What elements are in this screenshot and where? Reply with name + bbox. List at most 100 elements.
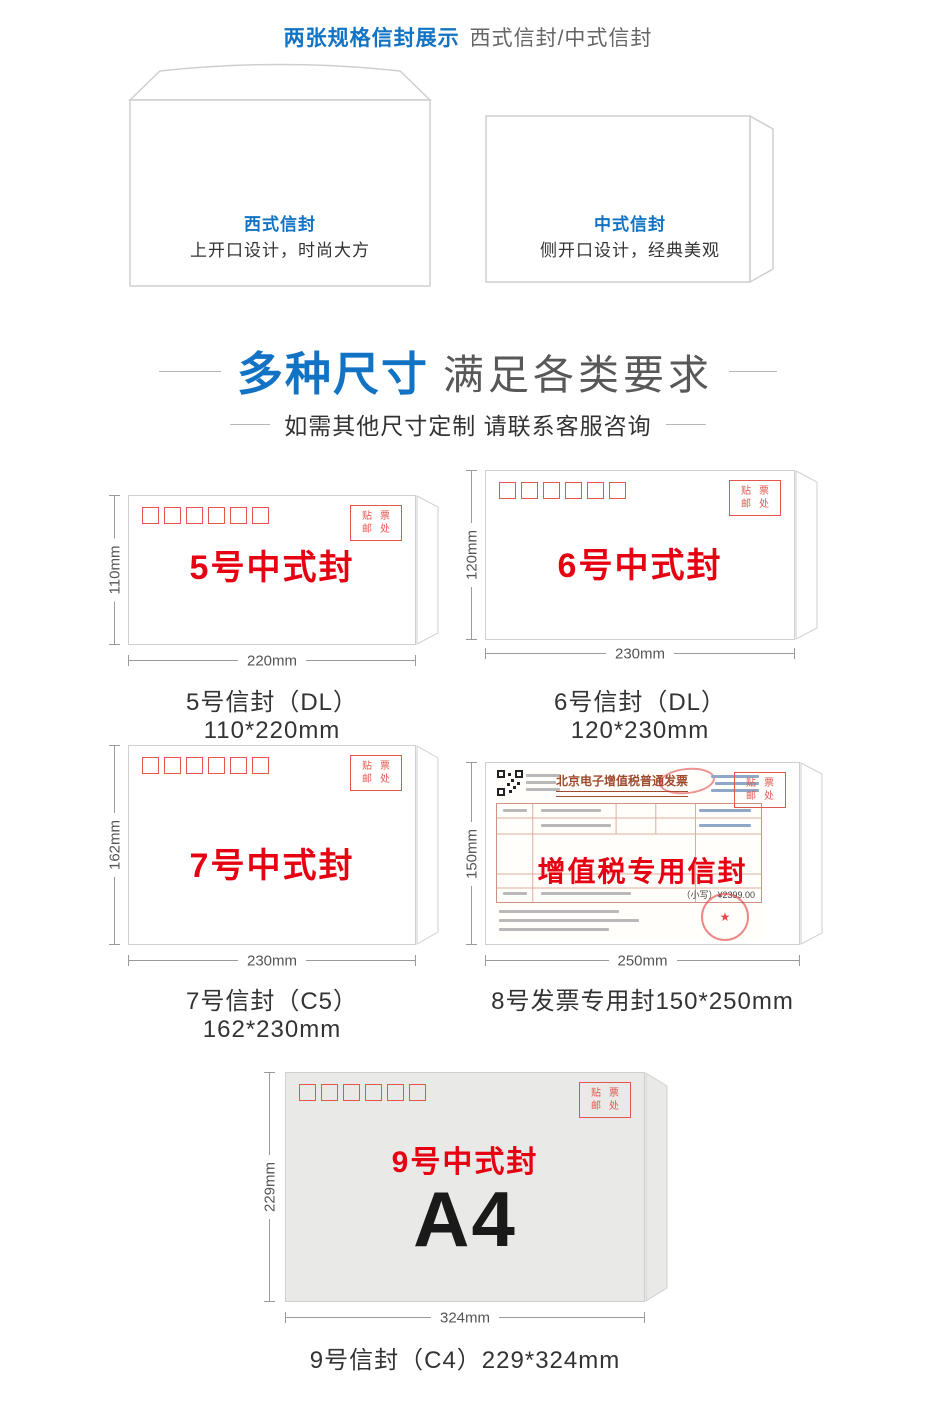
height-dimension-no6: 120mm [463, 470, 480, 640]
stamp-area-text: 贴票 [741, 486, 777, 497]
width-dimension-label: 230mm [237, 952, 307, 969]
western-envelope-label: 西式信封 [244, 215, 316, 234]
postal-code-box [409, 1084, 426, 1101]
stamp-area-text: 贴票 [591, 1088, 627, 1099]
postal-code-boxes [142, 507, 269, 524]
postal-code-box [164, 507, 181, 524]
text-line-placeholder [499, 919, 639, 922]
chinese-envelope-showcase: 中式信封 侧开口设计，经典美观 [484, 114, 776, 284]
envelope-no8-name: 增值税专用信封 [537, 856, 748, 887]
stamp-area-text: 邮处 [746, 791, 782, 802]
envelope-no9-body: 贴票 邮处 9号中式封 A4 [285, 1072, 645, 1302]
divider-line [230, 423, 271, 425]
postal-code-box [230, 757, 247, 774]
stamp-area-box: 贴票 邮处 [729, 480, 781, 516]
stamp-area-box: 贴票 邮处 [734, 772, 786, 808]
section-title-strong: 多种尺寸 [237, 348, 429, 400]
page-header: 两张规格信封展示西式信封/中式信封 [0, 22, 936, 52]
width-dimension-label: 250mm [608, 952, 677, 969]
postal-code-box [521, 482, 538, 499]
height-dimension-no9: 229mm [261, 1072, 278, 1302]
text-line-placeholder [699, 809, 751, 812]
postal-code-boxes [499, 482, 626, 499]
stamp-area-box: 贴票 邮处 [350, 505, 402, 541]
envelope-no6-name: 6号中式封 [557, 547, 723, 585]
stamp-area-text: 贴票 [362, 511, 398, 522]
postal-code-box [230, 507, 247, 524]
invoice-title: 北京电子增值税普通发票 [539, 772, 705, 797]
height-dimension-label: 162mm [106, 812, 123, 878]
text-line-placeholder [541, 824, 611, 827]
width-dimension-no8: 250mm [485, 952, 800, 969]
header-title-strong: 两张规格信封展示 [283, 27, 460, 50]
postal-code-box [587, 482, 604, 499]
envelope-no5-name: 5号中式封 [189, 549, 355, 587]
postal-code-boxes [299, 1084, 426, 1101]
height-dimension-label: 229mm [261, 1154, 278, 1220]
width-dimension-label: 324mm [430, 1309, 500, 1326]
divider-line [159, 370, 221, 372]
chinese-envelope-drawing [485, 114, 774, 284]
postal-code-box [208, 757, 225, 774]
height-dimension-no5: 110mm [106, 495, 123, 645]
stamp-area-text: 邮处 [741, 499, 777, 510]
postal-code-box [365, 1084, 382, 1101]
stamp-area-text: 贴票 [362, 761, 398, 772]
text-line-placeholder [715, 782, 759, 785]
envelope-no7-name: 7号中式封 [189, 847, 355, 885]
height-dimension-label: 150mm [463, 821, 480, 886]
postal-code-box [142, 757, 159, 774]
caption-no7: 7号信封（C5）162*230mm [185, 988, 359, 1043]
text-line-placeholder [699, 824, 751, 827]
postal-code-box [543, 482, 560, 499]
envelope-no5-body: 贴票 邮处 5号中式封 [128, 495, 416, 645]
postal-code-box [208, 507, 225, 524]
caption-no5: 5号信封（DL）110*220mm [185, 689, 359, 744]
western-envelope-desc: 上开口设计，时尚大方 [190, 241, 370, 260]
invoice-graphic: 北京电子增值税普通发票 [495, 765, 763, 941]
postal-code-box [299, 1084, 316, 1101]
qr-code-icon [497, 770, 523, 796]
invoice-table-grid [497, 804, 761, 902]
envelope-no8-body: 北京电子增值税普通发票 [485, 762, 800, 945]
postal-code-box [565, 482, 582, 499]
envelope-no9-subname: A4 [413, 1175, 517, 1263]
text-line-placeholder [503, 892, 527, 895]
envelope-flap [416, 745, 439, 945]
width-dimension-no7: 230mm [128, 952, 416, 969]
text-line-placeholder [503, 809, 527, 812]
envelope-flap [416, 495, 439, 645]
width-dimension-no5: 220mm [128, 652, 416, 669]
text-line-placeholder [499, 910, 619, 913]
western-envelope-showcase: 西式信封 上开口设计，时尚大方 [128, 62, 432, 288]
stamp-area-text: 贴票 [746, 778, 782, 789]
text-line-placeholder [499, 928, 609, 931]
postal-code-box [252, 507, 269, 524]
width-dimension-no6: 230mm [485, 645, 795, 662]
stamp-area-text: 邮处 [591, 1101, 627, 1112]
header-title-rest: 西式信封/中式信封 [469, 27, 653, 50]
postal-code-box [252, 757, 269, 774]
postal-code-box [164, 757, 181, 774]
width-dimension-no9: 324mm [285, 1309, 645, 1326]
width-dimension-label: 230mm [605, 645, 675, 662]
section-subtitle: 如需其他尺寸定制 请联系客服咨询 [284, 413, 652, 439]
postal-code-box [186, 757, 203, 774]
postal-code-box [142, 507, 159, 524]
divider-line [729, 370, 777, 372]
height-dimension-no8: 150mm [463, 762, 480, 945]
postal-code-boxes [142, 757, 269, 774]
envelope-no7-body: 贴票 邮处 7号中式封 [128, 745, 416, 945]
postal-code-box [387, 1084, 404, 1101]
text-line-placeholder [541, 809, 601, 812]
stamp-area-text: 邮处 [362, 524, 398, 535]
postal-code-box [609, 482, 626, 499]
envelope-flap [800, 762, 823, 945]
text-line-placeholder [541, 892, 631, 895]
divider-line [665, 423, 706, 425]
stamp-area-text: 邮处 [362, 774, 398, 785]
stamp-area-box: 贴票 邮处 [350, 755, 402, 791]
postal-code-box [343, 1084, 360, 1101]
invoice-table [496, 803, 762, 903]
chinese-envelope-desc: 侧开口设计，经典美观 [540, 241, 720, 260]
